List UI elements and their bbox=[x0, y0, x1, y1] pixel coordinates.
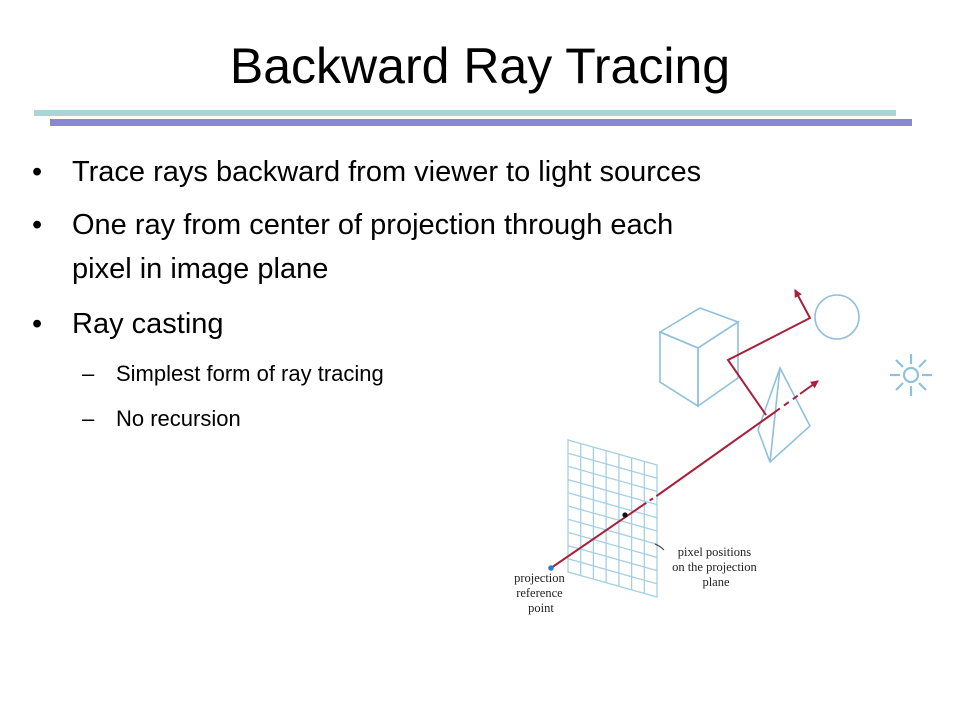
sub-bullet-text: Simplest form of ray tracing bbox=[116, 361, 384, 386]
bullet-text: Ray casting bbox=[72, 308, 224, 340]
primary-ray bbox=[550, 380, 819, 569]
reference-point-caption: projection reference point bbox=[514, 571, 568, 615]
pixel-grid-plane bbox=[567, 439, 658, 598]
bullet-marker: • bbox=[32, 308, 43, 340]
bullet-item: • Trace rays backward from viewer to lig… bbox=[32, 153, 872, 191]
sub-bullet-item: – No recursion bbox=[82, 405, 516, 433]
sub-bullet-marker: – bbox=[82, 406, 95, 431]
bullet-item: • One ray from center of projection thro… bbox=[32, 206, 872, 244]
sub-bullet-item: – Simplest form of ray tracing bbox=[82, 360, 516, 388]
pixel-position-point bbox=[622, 512, 628, 518]
bullet-text: Trace rays backward from viewer to light… bbox=[72, 156, 702, 188]
bullet-item: • Ray casting bbox=[32, 305, 872, 343]
pyramid-object bbox=[757, 365, 811, 464]
title-underline-dark bbox=[50, 119, 912, 126]
bullet-text-line2: pixel in image plane bbox=[72, 253, 329, 285]
traced-ray-path bbox=[726, 289, 812, 416]
bullet-marker: • bbox=[32, 156, 43, 188]
sphere-object bbox=[814, 294, 860, 340]
bullet-item-continuation: pixel in image plane bbox=[72, 250, 872, 288]
cube-object bbox=[658, 307, 740, 408]
title-underline-light bbox=[34, 110, 896, 116]
sub-bullet-text: No recursion bbox=[116, 406, 241, 431]
slide-title: Backward Ray Tracing bbox=[229, 38, 731, 94]
bullet-text: One ray from center of projection throug… bbox=[72, 209, 674, 241]
projection-reference-point bbox=[548, 565, 554, 571]
light-source-icon bbox=[890, 354, 932, 396]
caption-leader-line bbox=[654, 543, 665, 551]
bullet-marker: • bbox=[32, 209, 43, 241]
sub-bullet-marker: – bbox=[82, 361, 95, 386]
pixel-positions-caption: pixel positions on the projection plane bbox=[672, 545, 760, 589]
